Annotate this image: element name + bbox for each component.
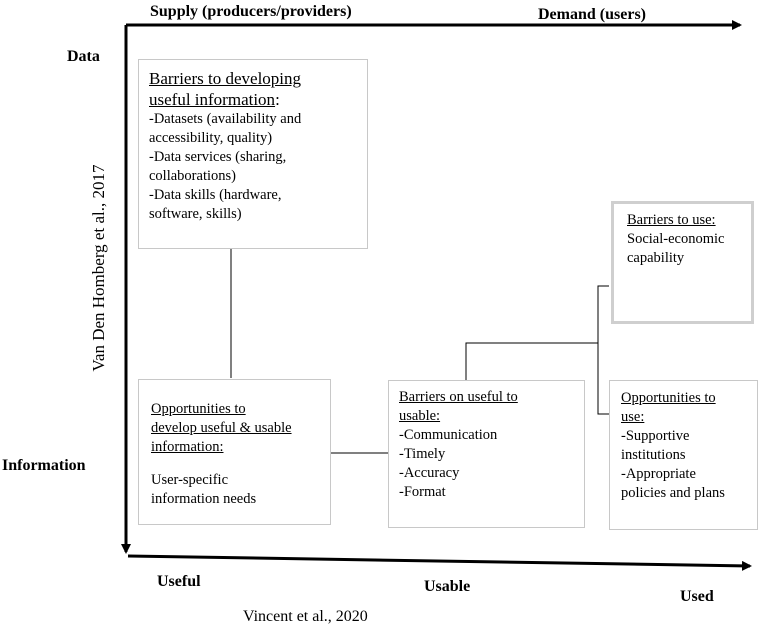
connector-usable-bracket xyxy=(465,342,598,380)
opp-dev-heading-1: Opportunities to xyxy=(151,401,246,417)
opp-use-line-4: policies and plans xyxy=(621,485,725,501)
opp-dev-line-2: information needs xyxy=(151,491,257,507)
used-label: Used xyxy=(680,588,714,605)
opp-use-line-1: -Supportive xyxy=(621,428,690,444)
barriers-usable-line-4: -Format xyxy=(399,484,446,500)
data-label: Data xyxy=(67,48,100,65)
demand-label: Demand (users) xyxy=(538,6,646,23)
useful-used-axis-arrow xyxy=(127,554,752,571)
barriers-dev-heading-colon: : xyxy=(275,90,280,109)
barriers-usable-line-1: -Communication xyxy=(399,427,498,443)
opportunities-use-box: Opportunities to use: -Supportive instit… xyxy=(609,380,758,530)
barriers-dev-line-5: -Data skills (hardware, xyxy=(149,187,282,203)
barriers-use-line-2: capability xyxy=(627,250,685,266)
barriers-dev-line-1: -Datasets (availability and xyxy=(149,111,302,127)
opp-dev-line-1: User-specific xyxy=(151,472,229,488)
opp-dev-heading-2: develop useful & usable xyxy=(151,420,292,436)
bottom-citation: Vincent et al., 2020 xyxy=(243,608,368,625)
barriers-dev-line-4: collaborations) xyxy=(149,168,236,184)
supply-label: Supply (producers/providers) xyxy=(150,3,352,20)
opp-use-heading-1: Opportunities to xyxy=(621,390,716,406)
opp-dev-heading-3: information: xyxy=(151,439,224,455)
barriers-usable-heading-1: Barriers on useful to xyxy=(399,389,518,405)
barriers-usable-box: Barriers on useful to usable: -Communica… xyxy=(388,380,585,528)
information-label: Information xyxy=(2,457,86,474)
opp-use-line-3: -Appropriate xyxy=(621,466,696,482)
opp-use-heading-2: use: xyxy=(621,409,645,425)
barriers-dev-heading-2: useful information xyxy=(149,90,276,109)
vertical-citation: Van Den Homberg et al., 2017 xyxy=(89,164,108,372)
barriers-usable-heading-2: usable: xyxy=(399,408,441,424)
opp-use-line-2: institutions xyxy=(621,447,686,463)
barriers-usable-line-2: -Timely xyxy=(399,446,446,462)
barriers-use-line-1: Social-economic xyxy=(627,231,725,247)
barriers-usable-line-3: -Accuracy xyxy=(399,465,460,481)
bracket-use-vertical xyxy=(597,285,609,415)
barriers-dev-line-2: accessibility, quality) xyxy=(149,130,273,146)
useful-label: Useful xyxy=(157,573,201,590)
barriers-use-box: Barriers to use: Social-economic capabil… xyxy=(611,201,754,324)
usable-label: Usable xyxy=(424,578,471,595)
barriers-dev-line-3: -Data services (sharing, xyxy=(149,149,287,165)
barriers-dev-heading-1: Barriers to developing xyxy=(149,69,302,88)
barriers-developing-box: Barriers to developing useful informatio… xyxy=(138,59,368,249)
barriers-use-heading-1: Barriers to use: xyxy=(627,212,716,228)
barriers-dev-line-6: software, skills) xyxy=(149,206,242,222)
opportunities-develop-box: Opportunities to develop useful & usable… xyxy=(138,379,331,525)
